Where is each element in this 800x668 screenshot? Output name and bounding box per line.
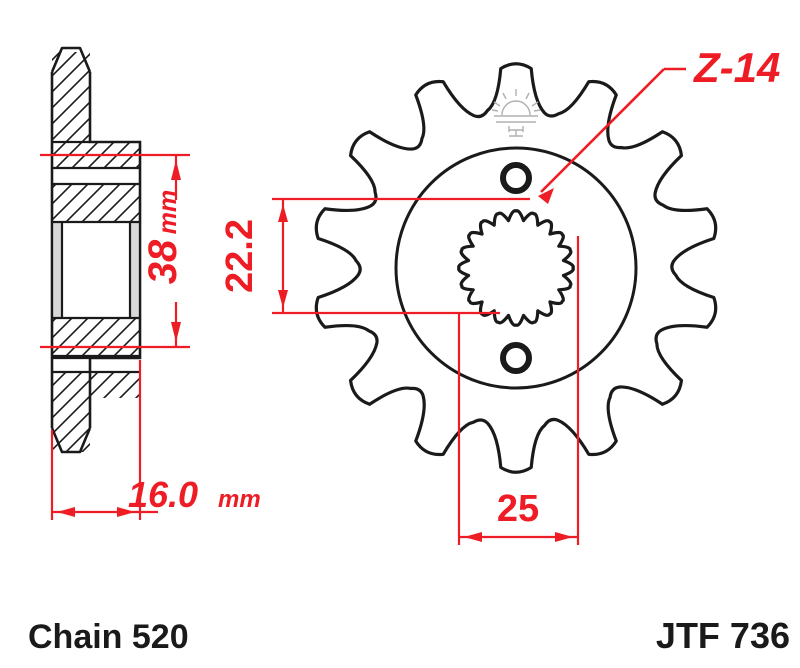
dimension-16mm-value: 16.0 bbox=[128, 474, 198, 515]
arrow-16-left bbox=[57, 507, 75, 517]
chain-type-label: Chain 520 bbox=[28, 618, 189, 656]
dimension-16mm-unit: mm bbox=[218, 486, 261, 513]
sprocket-tooth-outline bbox=[314, 62, 718, 474]
bolt-hole-top bbox=[500, 162, 532, 194]
front-sprocket-view bbox=[314, 62, 718, 474]
dimension-38mm: 38 mm bbox=[40, 153, 190, 349]
sprocket-spline-hub bbox=[457, 209, 575, 327]
arrow-222-bottom bbox=[278, 290, 288, 308]
arrow-16-right bbox=[117, 507, 135, 517]
teeth-count-label: Z-14 bbox=[693, 44, 780, 91]
dimension-38mm-unit: mm bbox=[154, 190, 182, 234]
side-bore-edges bbox=[60, 222, 132, 318]
leader-line-z14-diagonal bbox=[540, 68, 665, 193]
arrow-25-right bbox=[555, 532, 573, 542]
side-tooth-tip-top bbox=[50, 46, 92, 73]
leader-arrow-z14 bbox=[538, 188, 554, 204]
dimension-16mm: 16.0 mm bbox=[50, 360, 261, 520]
side-inner-face-right bbox=[130, 222, 138, 318]
dimension-38mm-value: 38 bbox=[141, 239, 185, 284]
dimension-22-2: 22.2 bbox=[219, 197, 530, 315]
arrow-38-top bbox=[171, 160, 181, 180]
dimension-25-value: 25 bbox=[497, 488, 539, 530]
side-tooth-tip-bottom bbox=[50, 427, 92, 454]
arrow-38-bottom bbox=[171, 322, 181, 342]
dimension-25: 25 bbox=[457, 236, 580, 545]
dimension-22-2-value: 22.2 bbox=[219, 219, 261, 293]
arrow-222-top bbox=[278, 204, 288, 222]
sunrise-watermark-logo bbox=[491, 89, 541, 137]
side-internal-lines bbox=[52, 140, 140, 374]
arrow-25-left bbox=[464, 532, 482, 542]
hatch-upper-web bbox=[52, 184, 140, 222]
sprocket-plate-circle bbox=[394, 146, 638, 390]
side-inner-face-left bbox=[54, 222, 62, 318]
hatch-lower-web bbox=[52, 318, 140, 356]
side-outer-right-profile bbox=[88, 72, 142, 428]
teeth-count-callout: Z-14 bbox=[538, 44, 780, 204]
part-number-label: JTF 736 bbox=[656, 615, 790, 656]
bolt-hole-bottom bbox=[500, 342, 532, 374]
